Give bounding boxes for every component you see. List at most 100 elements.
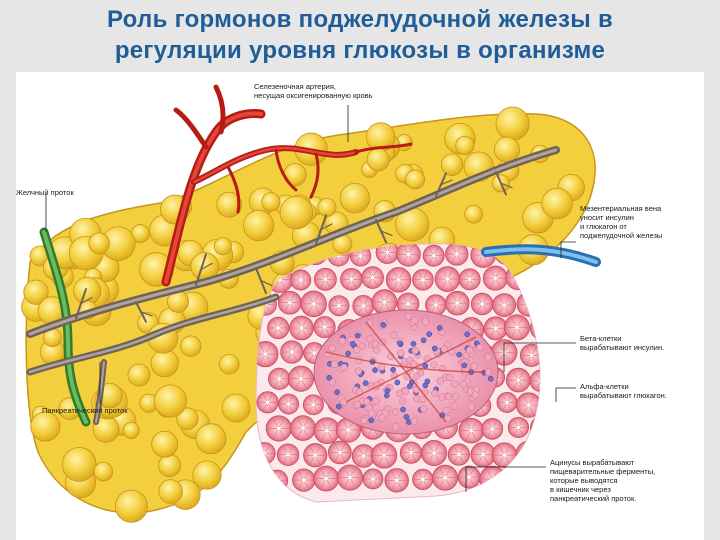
acinus-cell-border — [384, 292, 390, 303]
acinus — [529, 466, 540, 490]
lobule — [455, 135, 475, 156]
acinus-cell-border — [503, 296, 510, 306]
acinus-cell-border — [313, 294, 320, 305]
acinus — [506, 466, 529, 489]
acinus-cell-border — [358, 455, 364, 465]
bile-duct-highlight — [42, 230, 88, 424]
acinus-cell-border — [348, 429, 354, 440]
lobule — [180, 335, 202, 357]
beta-cell — [451, 380, 459, 388]
acinus-cell-border — [326, 421, 333, 431]
lobule — [127, 363, 151, 387]
acinus-cell-border — [428, 443, 435, 454]
pancreatic-duct — [26, 146, 560, 425]
acinus-lumen — [421, 278, 425, 282]
beta-cell — [411, 346, 419, 355]
lobule — [158, 479, 183, 504]
acinus-lumen — [313, 453, 317, 457]
acinus-cell-border — [301, 327, 307, 337]
pancreatic-duct-branches — [75, 171, 513, 323]
acinus-cell-border — [498, 445, 505, 456]
lobule — [216, 191, 243, 218]
acinus-cell-border — [403, 245, 409, 255]
acinus-cell-border — [379, 292, 385, 303]
acinus-lumen — [457, 452, 461, 457]
beta-cell — [390, 331, 398, 339]
acinus-cell-border — [439, 468, 446, 478]
beta-cell — [476, 343, 484, 352]
lobule — [192, 460, 222, 490]
acinus-lumen — [527, 403, 531, 407]
acinus-lumen — [382, 300, 387, 304]
beta-cell — [443, 406, 451, 414]
lobule — [195, 423, 227, 455]
islet-capillary — [325, 351, 487, 373]
acinus-cell-border — [321, 421, 328, 431]
acinus-cell-border — [289, 294, 295, 303]
acinus-cell-border — [523, 404, 529, 415]
acinus-lumen — [502, 453, 507, 457]
lobule — [440, 153, 464, 176]
acinus-cell-border — [538, 278, 540, 288]
acinus-cell-border — [516, 327, 523, 337]
acinus-cell-border — [383, 445, 390, 456]
beta-cell — [330, 360, 339, 368]
alpha-cell — [461, 362, 468, 369]
acinus-cell-border — [349, 468, 356, 478]
acinus-cell-border — [498, 454, 505, 465]
lobule — [30, 411, 61, 442]
duct-twig — [80, 297, 93, 305]
acinus-cell-border — [307, 303, 314, 314]
acinus-lumen — [396, 278, 401, 282]
acinus-cell-border — [396, 480, 402, 490]
acinus-cell-border — [517, 277, 524, 287]
acinus-cell-border — [378, 445, 385, 456]
duct-twig — [380, 230, 393, 237]
alpha-cell — [349, 341, 356, 347]
alpha-cell — [380, 322, 387, 328]
acinus-lumen — [409, 450, 413, 455]
pancreas-diagram — [21, 84, 601, 523]
acinus-lumen — [515, 475, 519, 480]
acinus-cell-border — [528, 453, 535, 463]
lobule — [464, 204, 483, 224]
beta-cell — [391, 408, 400, 416]
beta-cell — [466, 346, 474, 354]
acinus-cell-border — [296, 319, 302, 329]
beta-cell — [444, 392, 453, 401]
acinus-cell-border — [276, 480, 282, 489]
acinus-lumen — [434, 303, 438, 307]
acinus-cell-border — [503, 304, 510, 314]
acinus-cell-border — [428, 452, 435, 463]
acinus-cell-border — [342, 420, 349, 431]
acinus-lumen — [382, 453, 386, 458]
beta-cell — [358, 342, 366, 350]
beta-cell — [420, 405, 428, 413]
acinus-cell-border — [295, 378, 302, 389]
alpha-cell — [384, 387, 391, 394]
acinus-cell-border — [536, 320, 540, 329]
acinus-lumen — [538, 476, 540, 480]
lobule — [219, 353, 240, 375]
acinus-cell-border — [471, 430, 477, 440]
duct-twig — [440, 179, 453, 186]
lobule — [23, 279, 49, 305]
acinus-lumen — [299, 278, 303, 282]
acinus-lumen — [322, 325, 327, 329]
acinus-cell-border — [344, 477, 351, 487]
acinus-cell-border — [535, 469, 540, 478]
acinus-lumen — [395, 478, 399, 482]
beta-cell — [467, 403, 476, 411]
acinus-cell-border — [441, 269, 448, 280]
acinus-cell-border — [297, 427, 304, 438]
acinus-cell-border — [471, 421, 477, 431]
lobule — [61, 447, 97, 482]
acinus-cell-border — [498, 352, 505, 362]
acinus-lumen — [371, 477, 375, 481]
acinus-cell-border — [259, 453, 265, 462]
acinus-lumen — [348, 475, 352, 480]
acinus-lumen — [539, 379, 540, 383]
acinus-cell-border — [363, 455, 369, 465]
acinus-lumen — [277, 377, 281, 381]
acinus-cell-border — [339, 452, 345, 461]
